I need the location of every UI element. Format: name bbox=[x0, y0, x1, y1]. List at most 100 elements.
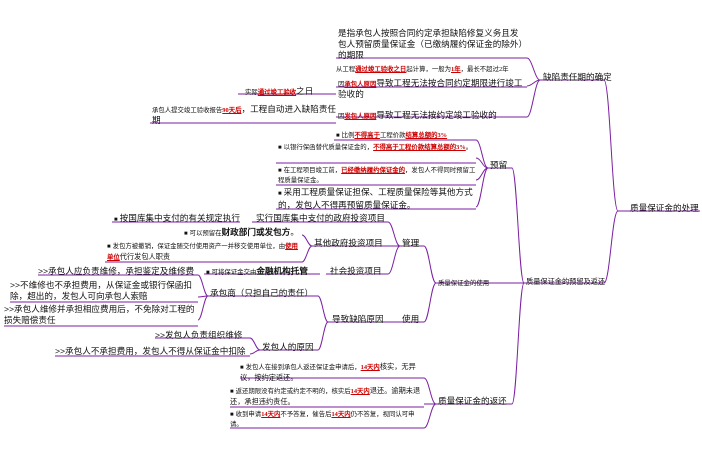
bullet-icon: ■ bbox=[278, 145, 282, 151]
employer-b: 承包人不承担费用，发包人不得从保证金中扣除 bbox=[65, 346, 246, 356]
gov-treasury-detail: ■按国库集中支付的有关规定执行 bbox=[114, 213, 240, 226]
definition-text: 是指承包人按照合同约定承担缺陷修复义务且发包人预留质量保证金（已缴纳履约保证金的… bbox=[338, 28, 523, 60]
auto-text-b: ，工程自动进入缺陷责任期 bbox=[152, 104, 337, 125]
ratio-b: 工程价款 bbox=[379, 132, 406, 139]
actual-red: 通过竣工验收 bbox=[257, 89, 297, 96]
root-label: 质量保证金的处理 bbox=[630, 203, 699, 213]
return-1-red: 14天内 bbox=[360, 364, 380, 371]
delay-text-a: 因 bbox=[338, 81, 345, 88]
usage-node: 使用 bbox=[402, 314, 419, 325]
return-2a: 返还期限没有约定或约定不明的，核实后 bbox=[235, 388, 351, 395]
reserve-contract: ■在工程项目竣工前，已经缴纳履约保证金的，发包人不得同时预留工程质量保证金。 bbox=[278, 166, 476, 185]
gov-treasury-text: 实行国库集中支付的政府投资项目 bbox=[256, 213, 385, 223]
management-label: 管理 bbox=[402, 238, 420, 248]
gov-other: 其他政府投资项目 bbox=[314, 238, 383, 249]
ratio-red2: 结算总额的3% bbox=[405, 132, 448, 139]
employer-node: 发包人的原因 bbox=[262, 342, 314, 353]
return-2-red: 14天内 bbox=[350, 388, 370, 395]
employer-label: 发包人的原因 bbox=[262, 342, 314, 352]
return-3-red: 14天内 bbox=[261, 411, 281, 418]
return-2b: 退还。逾期未退还，承担违约责任。 bbox=[230, 386, 421, 406]
return-item-3: ■收到申请14天内不予答复，催告后14天内仍不答复，视同认可申请。 bbox=[230, 410, 424, 429]
return-node: 质量保证金的返还 bbox=[438, 396, 507, 407]
bank-a: 以银行保函替代质量保证金的， bbox=[283, 144, 374, 151]
social-detail-bold: 金融机构托管 bbox=[256, 266, 308, 276]
start-text-b: 起计算，一般为 bbox=[406, 66, 452, 73]
gov-treasury-detail-text: 按国库集中支付的有关规定执行 bbox=[119, 213, 240, 223]
return-3-red2: 14天内 bbox=[331, 411, 351, 418]
return-1b: 核实，无异议，按约定返还。 bbox=[240, 362, 416, 382]
delay-red: 承包人原因 bbox=[344, 81, 377, 88]
contractor-item-c: >>承包人维修并承担相应费用后，不免除对工程的损失赔偿责任 bbox=[4, 304, 195, 325]
employer-text-a: 因 bbox=[338, 113, 345, 120]
deficiency-auto: 承包人提交竣工验收报告90天后，工程自动进入缺陷责任期 bbox=[152, 104, 336, 126]
reserve-bank: ■以银行保函替代质量保证金的，不得高于工程价款结算总额的3%。 bbox=[278, 143, 476, 153]
bank-red: 不得高于工程价款结算总额的3% bbox=[373, 144, 466, 151]
reserve-ratio: ■比例不得高于工程价款结算总额的3% bbox=[336, 131, 447, 141]
bullet-icon: ■ bbox=[240, 365, 244, 371]
usage-group-node: 质量保证金的使用 bbox=[438, 279, 489, 288]
management-node: 管理 bbox=[402, 238, 419, 249]
bullet-icon: ■ bbox=[206, 270, 210, 276]
contract-red: 已经缴纳履约保证金的 bbox=[341, 167, 406, 174]
return-label: 质量保证金的返还 bbox=[438, 396, 507, 406]
reserve-guarantee: ■采用工程质量保证担保、工程质量保险等其他方式的，发包人不得再预留质量保证金。 bbox=[278, 187, 476, 211]
social-detail-a: 可将保证金交由 bbox=[211, 269, 257, 276]
bullet-icon: ■ bbox=[184, 231, 188, 237]
contractor-b: 不维修也不承担费用，从保证金或银行保函扣除，超出的，发包人可向承包人索赔 bbox=[10, 280, 192, 301]
return-3c: 仍不答复，视同认可申请。 bbox=[230, 411, 415, 428]
start-red: 通过竣工验收之日 bbox=[355, 66, 407, 73]
return-item-1: ■发包人在接到承包人返还保证金申请后，14天内核实，无异议，按约定返还。 bbox=[240, 362, 424, 383]
contractor-node: 承包商（只担自己的责任） bbox=[210, 288, 313, 299]
auto-text-a: 承包人提交竣工验收报告 bbox=[152, 107, 223, 114]
contract-a: 在工程项目竣工前， bbox=[283, 167, 342, 174]
reserve-node: 预留 bbox=[490, 160, 507, 171]
employer-text-b: 导致工程无法按约定竣工验收的 bbox=[376, 110, 497, 120]
gov-other-detail-b: 。 bbox=[290, 227, 299, 237]
social-investment: 社会投资项目 bbox=[330, 266, 382, 277]
root-node: 质量保证金的处理 bbox=[630, 203, 699, 214]
gov-other-detail: ■可以预留在财政部门或发包方。 bbox=[184, 227, 299, 240]
social-detail: ■可将保证金交由金融机构托管 bbox=[206, 266, 308, 279]
bullet-icon: ■ bbox=[107, 244, 111, 250]
reserve-return-label: 质量保证金的预留及返还 bbox=[526, 277, 606, 286]
delay-text-b: 导致工程无法按合同约定期限进行竣工验收的 bbox=[338, 78, 523, 99]
bullet-icon: ■ bbox=[278, 191, 282, 197]
gov-other-text: 其他政府投资项目 bbox=[314, 238, 383, 248]
transfer-detail: ■发包方被撤销，保证金随交付使用资产一并移交使用单位，由使用单位代行发包人职责 bbox=[107, 242, 303, 262]
return-item-2: ■返还期限没有约定或约定不明的，核实后14天内退还。逾期未退还，承担违约责任。 bbox=[230, 386, 424, 407]
transfer-b: 代行发包人职责 bbox=[119, 252, 171, 261]
employer-item-a: >>发包人负责组织维修 bbox=[155, 330, 243, 340]
bullet-icon: ■ bbox=[230, 389, 234, 395]
employer-red: 发包人原因 bbox=[344, 113, 377, 120]
bullet-icon: ■ bbox=[114, 217, 118, 223]
actual-b: 之日 bbox=[296, 86, 314, 96]
deficiency-period-node: 缺陷责任期的确定 bbox=[543, 72, 612, 83]
ratio-a: 比例 bbox=[341, 132, 355, 139]
transfer-a: 发包方被撤销，保证金随交付使用资产一并移交使用单位，由 bbox=[112, 243, 286, 250]
gov-other-detail-a: 可以预留在 bbox=[189, 230, 222, 237]
gov-other-detail-bold: 财政部门或发包方 bbox=[221, 227, 291, 237]
contractor-label: 承包商（只担自己的责任） bbox=[210, 288, 314, 298]
contractor-c: 承包人维修并承担相应费用后，不免除对工程的损失赔偿责任 bbox=[4, 304, 195, 325]
auto-red: 90天后 bbox=[222, 107, 242, 114]
actual-a: 实际 bbox=[245, 89, 258, 96]
deficiency-definition: 是指承包人按照合同约定承担缺陷修复义务且发包人预留质量保证金（已缴纳履约保证金的… bbox=[338, 28, 526, 61]
return-3b: 不予答复，催告后 bbox=[280, 411, 332, 418]
reserve-return-node: 质量保证金的预留及返还 bbox=[526, 277, 605, 287]
transfer-red: 使用单位 bbox=[107, 243, 298, 261]
deficiency-actual: 实际通过竣工验收之日 bbox=[245, 86, 313, 97]
deficiency-contractor-delay: 因承包人原因导致工程无法按合同约定期限进行竣工验收的 bbox=[338, 78, 528, 100]
cause-node: 导致缺陷原因 bbox=[332, 314, 384, 325]
contractor-item-a: >>承包人应负责维修，承担鉴定及维修费 bbox=[38, 266, 195, 276]
employer-item-b: >>承包人不承担费用，发包人不得从保证金中扣除 bbox=[55, 346, 246, 356]
deficiency-period-label: 缺陷责任期的确定 bbox=[543, 72, 612, 82]
contractor-item-b: >>不维修也不承担费用，从保证金或银行保函扣除，超出的，发包人可向承包人索赔 bbox=[10, 280, 192, 301]
ratio-red: 不得高于 bbox=[354, 132, 380, 139]
bank-b: 。 bbox=[465, 144, 473, 151]
cause-label: 导致缺陷原因 bbox=[332, 314, 384, 324]
return-1a: 发包人在接到承包人返还保证金申请后， bbox=[245, 364, 361, 371]
deficiency-start: 从工程通过竣工验收之日起计算，一般为1年，最长不超过2年 bbox=[336, 65, 524, 74]
